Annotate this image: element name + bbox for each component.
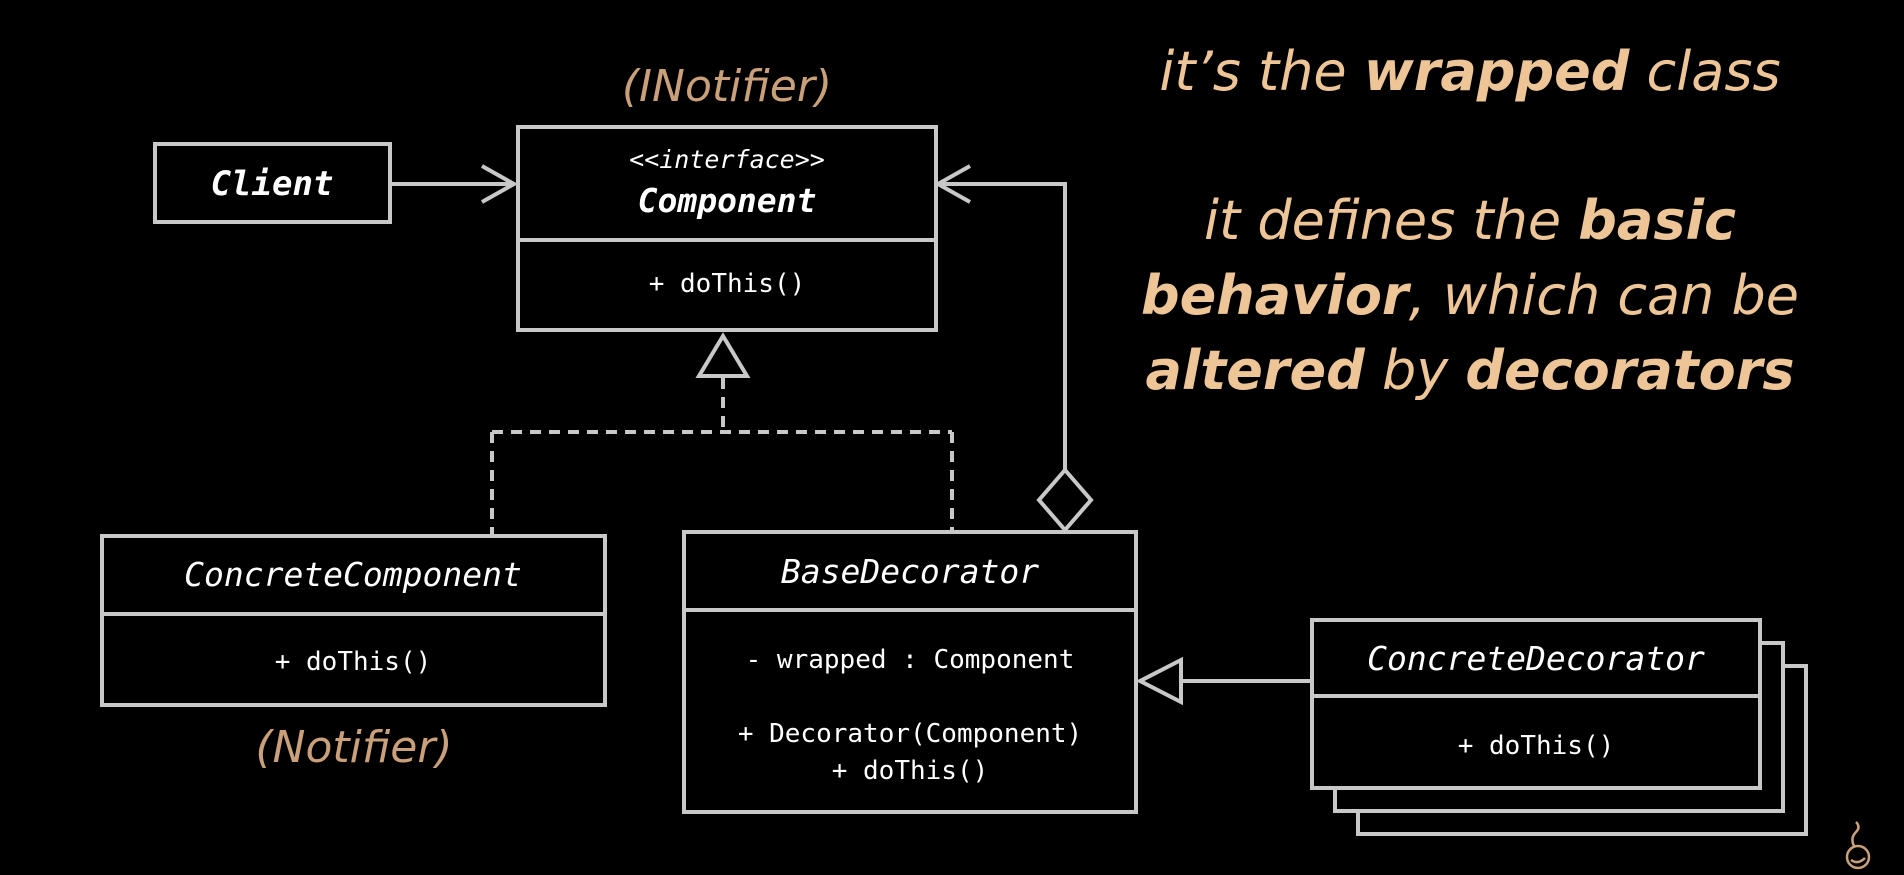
explanation-line-3-post: , which can be <box>1408 264 1800 327</box>
concrete-alias-label: (Notifier) <box>255 722 452 773</box>
aggregation-arrowhead <box>933 164 971 204</box>
inheritance-triangle <box>1135 656 1183 706</box>
base-decorator-constructor: + Decorator(Component) <box>738 719 1082 749</box>
component-stereotype: <<interface>> <box>629 145 825 174</box>
explanation-line-4-mid: by <box>1364 339 1466 402</box>
realization-triangle <box>695 332 751 378</box>
concrete-decorator-name: ConcreteDecorator <box>1367 639 1705 678</box>
explanation-line-1-bold: wrapped <box>1363 40 1630 103</box>
component-box <box>516 125 938 332</box>
aggregation-line <box>940 182 1067 470</box>
explanation-line-4-bold-1: altered <box>1145 339 1365 402</box>
component-name: Component <box>638 181 817 220</box>
component-method: + doThis() <box>649 269 806 299</box>
explanation-line-1-pre: it’s the <box>1159 40 1364 103</box>
explanation-line-3-bold: behavior <box>1140 264 1409 327</box>
logo-icon <box>1845 821 1871 870</box>
base-decorator-method: + doThis() <box>832 756 989 786</box>
aggregation-diamond <box>1036 466 1094 534</box>
explanation-line-4-bold-2: decorators <box>1465 339 1795 402</box>
concrete-component-name: ConcreteComponent <box>184 555 522 594</box>
client-name: Client <box>211 164 334 204</box>
explanation-line-2: it defines the basic <box>1080 183 1860 258</box>
interface-alias-label: (INotifier) <box>622 61 832 112</box>
base-decorator-box <box>682 530 1138 814</box>
concrete-component-method: + doThis() <box>275 647 432 677</box>
concrete-decorator-method: + doThis() <box>1458 731 1615 761</box>
explanation-line-1: it’s the wrapped class <box>1080 34 1860 109</box>
concrete-decorator-box <box>1310 618 1762 790</box>
explanation-line-3: behavior, which can be <box>1080 258 1860 333</box>
explanation-line-1-post: class <box>1629 40 1781 103</box>
explanation-line-2-pre: it defines the <box>1203 189 1579 252</box>
base-decorator-field: - wrapped : Component <box>746 645 1075 675</box>
explanation-line-4: altered by decorators <box>1080 333 1860 408</box>
concrete-component-box <box>100 534 607 707</box>
base-decorator-name: BaseDecorator <box>781 552 1039 591</box>
explanation-line-2-bold: basic <box>1578 189 1737 252</box>
client-association-arrowhead <box>481 164 519 204</box>
